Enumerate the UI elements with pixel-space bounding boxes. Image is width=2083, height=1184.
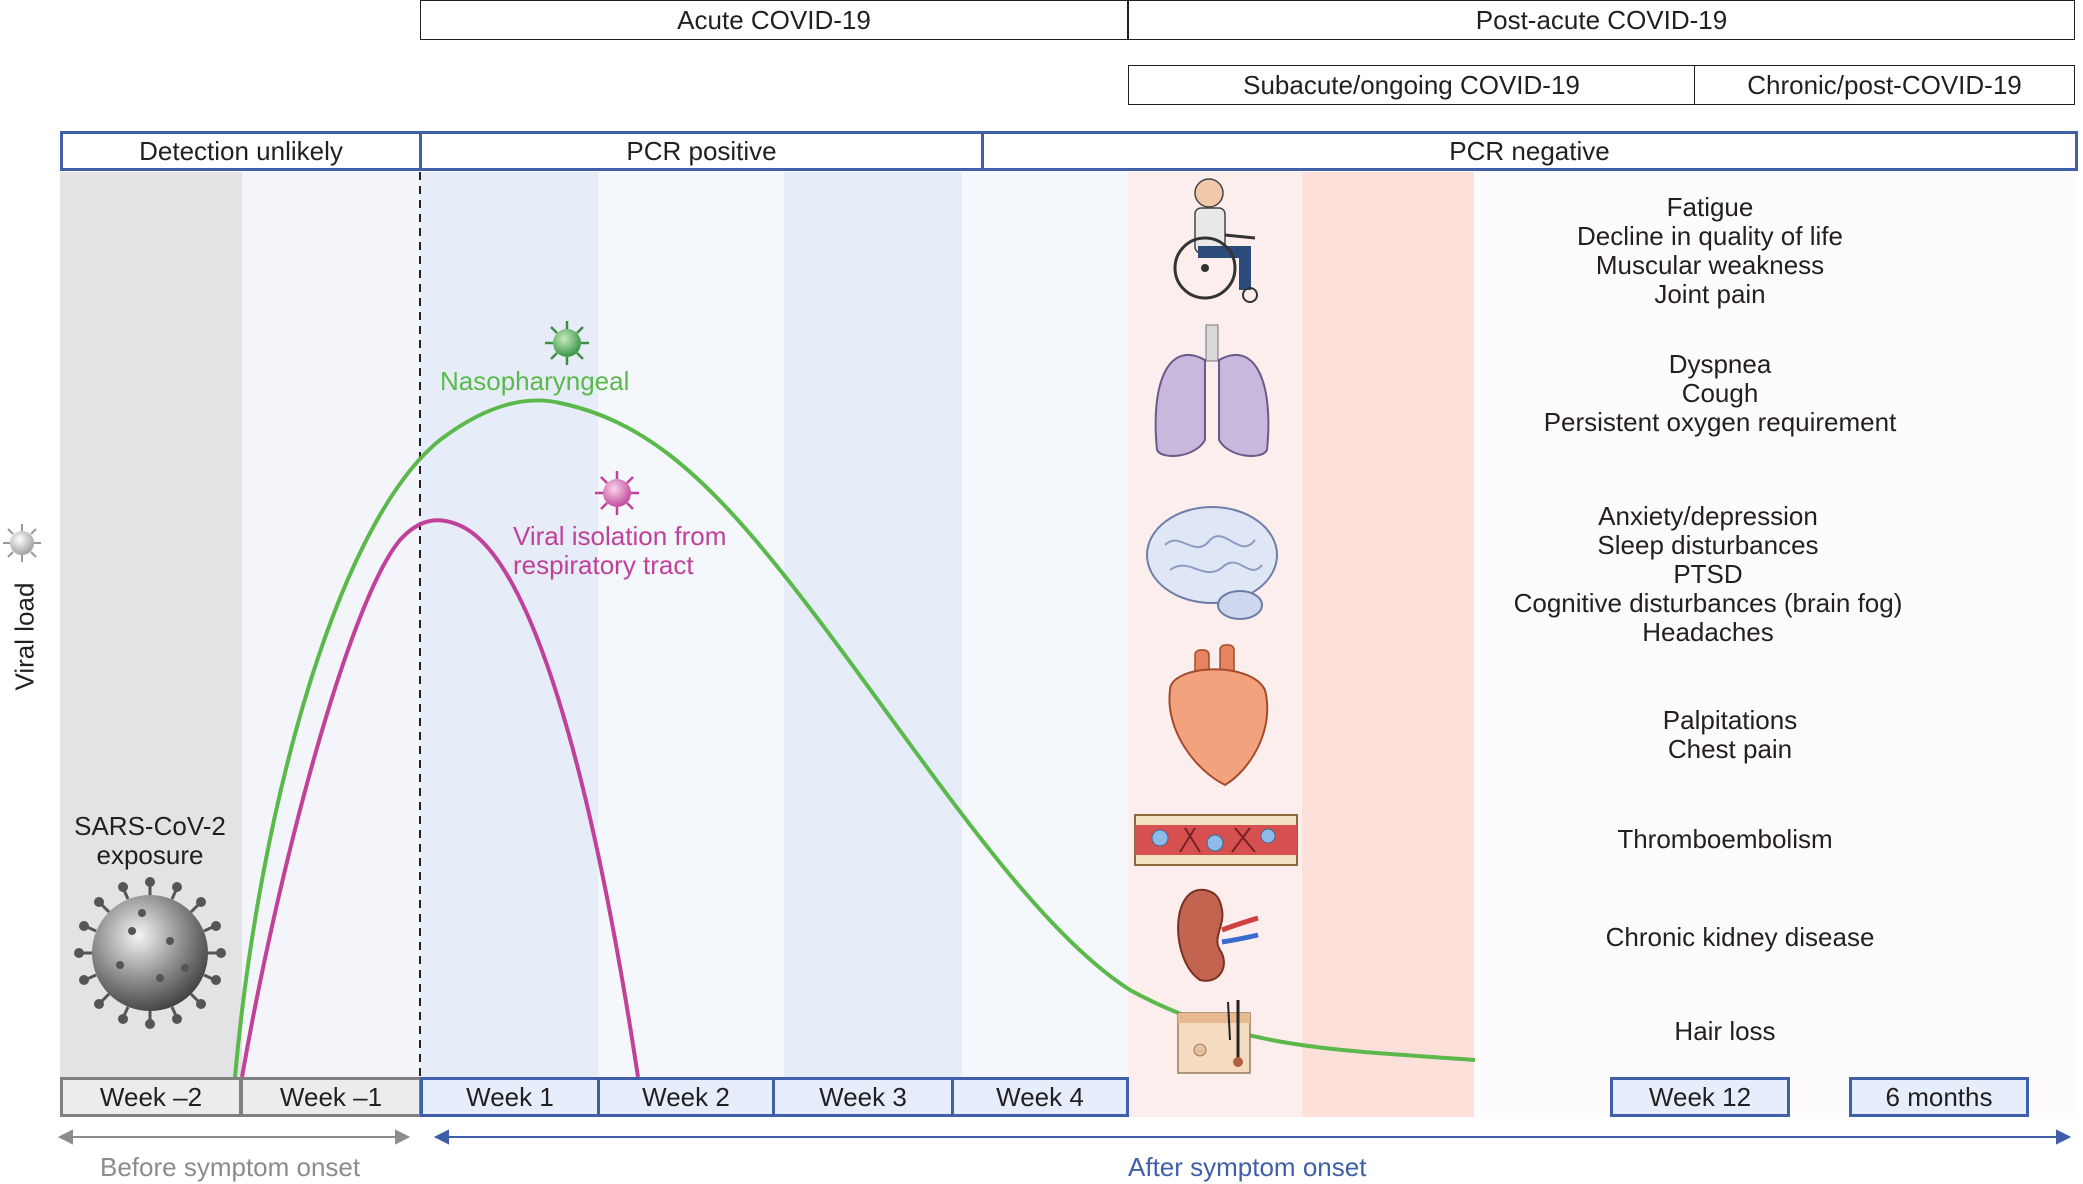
phase-chronic: Chronic/post-COVID-19	[1694, 65, 2075, 105]
symptoms-neuro: Anxiety/depression Sleep disturbances PT…	[1488, 502, 1928, 647]
wheelchair-person-icon	[1173, 178, 1258, 303]
before-onset-label: Before symptom onset	[100, 1152, 361, 1182]
band-postacute-2	[1302, 172, 1474, 1117]
sars-cov-2-virus-icon	[74, 877, 226, 1029]
symptom: Cough	[1681, 378, 1759, 408]
before-onset-arrow	[57, 1129, 411, 1145]
week-3: Week 3	[772, 1077, 954, 1117]
symptom: Chest pain	[1667, 734, 1793, 764]
week-4: Week 4	[951, 1077, 1129, 1117]
exposure-label: SARS-CoV-2 exposure	[70, 812, 230, 870]
week-minus-2: Week –2	[60, 1077, 242, 1117]
isolation-label-line-2: respiratory tract	[513, 550, 694, 580]
week-12: Week 12	[1610, 1077, 1790, 1117]
week-minus-1: Week –1	[240, 1077, 422, 1117]
symptom: Palpitations	[1662, 705, 1798, 735]
brain-icon	[1146, 506, 1278, 620]
symptom: Sleep disturbances	[1597, 530, 1819, 560]
symptoms-hair: Hair loss	[1515, 1017, 1935, 1046]
symptoms-cardiac: Palpitations Chest pain	[1520, 706, 1940, 764]
viral-isolation-curve	[240, 518, 640, 1078]
isolation-label-line-1: Viral isolation from	[513, 521, 727, 551]
viral-load-virus-icon	[3, 524, 41, 562]
exposure-line-2: exposure	[96, 840, 204, 870]
nasopharyngeal-label: Nasopharyngeal	[440, 366, 630, 396]
exposure-line-1: SARS-CoV-2	[74, 811, 226, 841]
symptom: PTSD	[1673, 559, 1743, 589]
symptom: Cognitive disturbances (brain fog)	[1513, 588, 1903, 618]
band-week-1	[420, 172, 598, 1077]
phase-subacute: Subacute/ongoing COVID-19	[1128, 65, 1695, 105]
symptom: Dyspnea	[1668, 349, 1772, 379]
symptom: Decline in quality of life	[1577, 221, 1843, 251]
blood-vessel-icon	[1134, 814, 1298, 866]
phase-acute: Acute COVID-19	[420, 0, 1128, 40]
nasopharyngeal-virus-icon	[545, 321, 589, 365]
six-months: 6 months	[1849, 1077, 2029, 1117]
detection-pcr-positive: PCR positive	[419, 131, 984, 171]
band-week-2	[598, 172, 784, 1077]
after-onset-arrow	[433, 1129, 2072, 1145]
heart-icon	[1168, 644, 1269, 787]
week-1: Week 1	[420, 1077, 600, 1117]
after-onset-label: After symptom onset	[1128, 1152, 1367, 1182]
nasopharyngeal-curve	[233, 398, 1476, 1078]
week-2: Week 2	[597, 1077, 775, 1117]
isolation-label: Viral isolation from respiratory tract	[513, 522, 726, 580]
symptoms-respiratory: Dyspnea Cough Persistent oxygen requirem…	[1510, 350, 1930, 437]
symptom: Headaches	[1642, 617, 1774, 647]
symptom: Hair loss	[1674, 1016, 1776, 1046]
symptom: Chronic kidney disease	[1605, 922, 1875, 952]
symptom: Muscular weakness	[1595, 250, 1825, 280]
kidney-icon	[1177, 888, 1259, 982]
symptom: Joint pain	[1654, 279, 1766, 309]
skin-hair-icon	[1177, 1000, 1251, 1074]
symptoms-vascular: Thromboembolism	[1515, 825, 1935, 854]
symptoms-renal: Chronic kidney disease	[1530, 923, 1950, 952]
symptom: Fatigue	[1666, 192, 1754, 222]
symptoms-general: Fatigue Decline in quality of life Muscu…	[1500, 193, 1920, 309]
symptom: Anxiety/depression	[1598, 501, 1818, 531]
isolation-virus-icon	[595, 471, 639, 515]
symptom: Thromboembolism	[1617, 824, 1833, 854]
band-postacute-3	[1474, 172, 2078, 1117]
symptom: Persistent oxygen requirement	[1543, 407, 1897, 437]
detection-pcr-negative: PCR negative	[981, 131, 2078, 171]
band-week-3	[784, 172, 962, 1077]
band-week-4	[962, 172, 1128, 1077]
phase-post-acute: Post-acute COVID-19	[1128, 0, 2075, 40]
lungs-icon	[1154, 324, 1270, 457]
